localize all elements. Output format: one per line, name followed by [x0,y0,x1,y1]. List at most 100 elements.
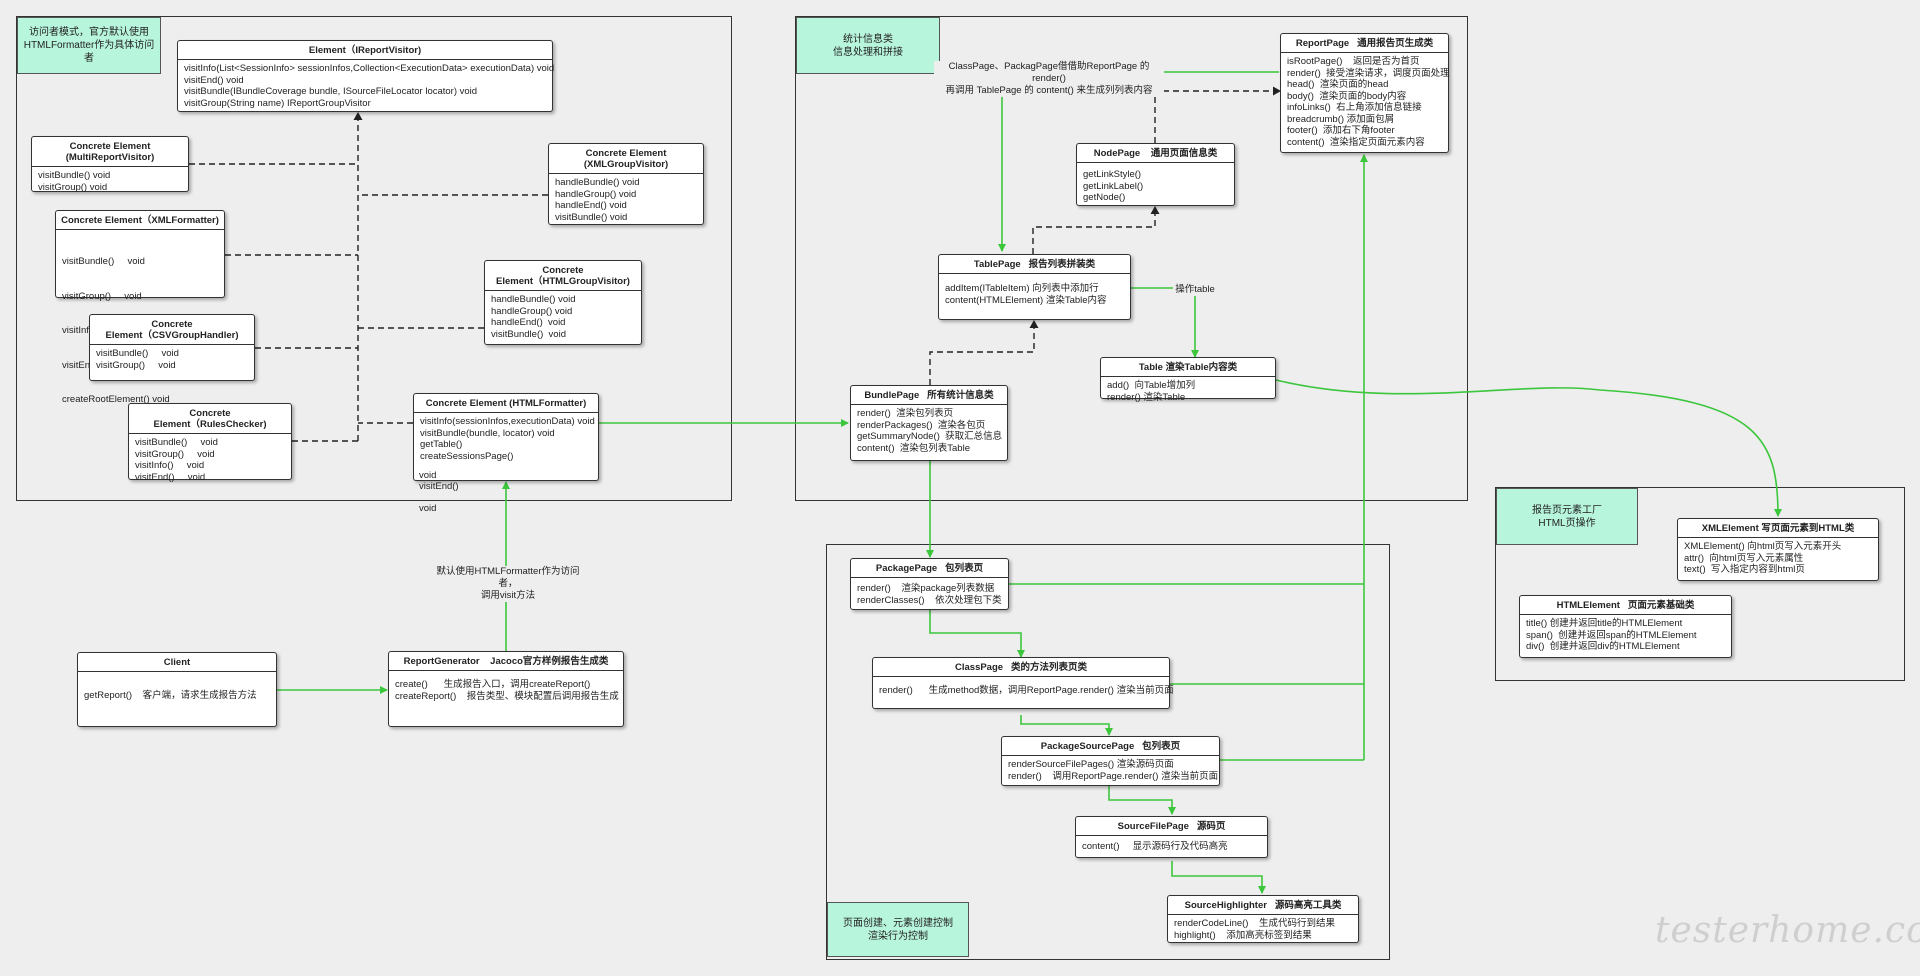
method-line: createReport() 报告类型、模块配置后调用报告生成 [395,690,619,702]
method-line: visitBundle() void [555,211,628,223]
method-line: visitBundle(IBundleCoverage bundle, ISou… [184,86,478,97]
ireport-visitor-title: Element（IReportVisitor) [178,41,552,60]
visitor-note: 访问者模式，官方默认使用 HTMLFormatter作为具体访问者 [17,17,161,74]
method-line: getLinkStyle() [1083,169,1142,180]
method-line: getSummaryNode() 获取汇总信息 [857,431,1003,442]
html-formatter-box[interactable]: Concrete Element (HTMLFormatter) visitIn… [413,393,599,481]
method-line: render() 调用ReportPage.render() 渲染当前页面 [1008,770,1219,782]
method-line: getReport() 客户端，请求生成报告方法 [84,690,257,701]
method-line: visitGroup() void [62,290,142,302]
method-line: footer() 添加右下角footer [1287,125,1395,136]
method-line: handleEnd() void [491,317,566,328]
client-title: Client [78,653,276,672]
method-line: visitBundle() void [135,437,218,448]
package-page-title: PackagePage 包列表页 [851,559,1008,578]
method-line: visitGroup() void [96,359,176,371]
method-line: getLinkLabel() [1083,180,1144,192]
package-source-page-box[interactable]: PackageSourcePage 包列表页 renderSourceFileP… [1001,736,1220,786]
xml-group-visitor-box[interactable]: Concrete Element (XMLGroupVisitor) handl… [548,143,704,225]
html-formatter-title: Concrete Element (HTMLFormatter) [414,394,598,413]
method-line: body() 渲染页面的body内容 [1287,90,1407,102]
method-line: visitInfo(List<SessionInfo> sessionInfos… [184,63,555,74]
method-line: handleBundle() void [555,177,640,188]
table-page-box[interactable]: TablePage 报告列表拼装类 addItem(ITableItem) 向列… [938,254,1131,320]
xml-formatter-box[interactable]: Concrete Element（XMLFormatter) visitBund… [55,210,225,405]
ireport-visitor-box[interactable]: Element（IReportVisitor) visitInfo(List<S… [177,40,555,112]
report-page-title: ReportPage 通用报告页生成类 [1281,34,1448,53]
method-line: visitBundle(bundle, locator) void [420,427,555,439]
method-line: visitBundle() void [96,348,179,359]
source-highlighter-box[interactable]: SourceHighlighter 源码高亮工具类 renderCodeLine… [1167,895,1359,943]
htmlfmt-void-1: void [419,470,437,481]
bundle-page-title: BundlePage 所有统计信息类 [851,386,1007,405]
method-line: handleBundle() void [491,294,576,305]
source-highlighter-title: SourceHighlighter 源码高亮工具类 [1168,896,1358,915]
package-source-page-title: PackageSourcePage 包列表页 [1002,737,1219,756]
report-generator-title: ReportGenerator Jacoco官方样例报告生成类 [389,652,623,671]
method-line: span() 创建并返回span的HTMLElement [1526,629,1697,641]
factory-note: 报告页元素工厂 HTML页操作 [1496,488,1638,545]
method-line: title() 创建并返回title的HTMLElement [1526,618,1683,629]
html-group-visitor-box[interactable]: Concrete Element（HTMLGroupVisitor) handl… [484,260,642,345]
method-line: createRootElement() void [62,394,170,405]
multi-report-visitor-box[interactable]: Concrete Element (MultiReportVisitor) vi… [31,136,189,193]
method-line: handleEnd() void [555,200,627,211]
method-line: handleGroup() void [491,305,573,317]
method-line: content() 渲染指定页面元素内容 [1287,136,1425,148]
html-element-title: HTMLElement 页面元素基础类 [1520,596,1731,615]
report-generator-box[interactable]: ReportGenerator Jacoco官方样例报告生成类 create()… [388,651,624,727]
source-file-page-box[interactable]: SourceFilePage 源码页 content() 显示源码行及代码高亮 [1075,816,1268,858]
page-control-note: 页面创建、元素创建控制 渲染行为控制 [827,902,969,957]
method-line: div() 创建并返回div的HTMLElement [1526,641,1680,652]
xml-element-box[interactable]: XMLElement 写页面元素到HTML类 XMLElement() 向htm… [1677,518,1879,581]
table-page-title: TablePage 报告列表拼装类 [939,255,1130,274]
package-page-box[interactable]: PackagePage 包列表页 render() 渲染package列表数据 … [850,558,1009,610]
method-line: content(HTMLElement) 渲染Table内容 [945,294,1107,306]
method-line: createSessionsPage() [420,450,514,462]
method-line: renderPackages() 渲染各包页 [857,419,986,431]
method-line: renderCodeLine() 生成代码行到结果 [1174,918,1336,929]
table-box[interactable]: Table 渲染Table内容类 add() 向Table增加列 render(… [1100,357,1276,403]
stats-note: 统计信息类 信息处理和拼接 [796,17,940,74]
method-line: visitGroup() void [135,448,215,460]
client-box[interactable]: Client getReport() 客户端，请求生成报告方法 [77,652,277,727]
method-line: visitBundle() void [62,256,145,267]
method-line: head() 渲染页面的head [1287,79,1389,90]
method-line: visitGroup() void [38,181,108,193]
method-line: render() 渲染Table [1107,391,1186,403]
page-creation-frame [826,544,1390,960]
multi-report-visitor-title: Concrete Element (MultiReportVisitor) [32,137,188,167]
visitor-pattern-frame [16,16,732,501]
watermark: testerhome.com [1655,910,1920,951]
method-line: attr() 向html页写入元素属性 [1684,552,1804,564]
xml-formatter-title: Concrete Element（XMLFormatter) [56,211,224,230]
method-line: visitEnd() void [135,471,206,483]
csv-group-handler-box[interactable]: Concrete Element（CSVGroupHandler) visitB… [89,314,255,381]
node-page-box[interactable]: NodePage 通用页面信息类 getLinkStyle() getLinkL… [1076,143,1235,206]
csv-group-handler-title: Concrete Element（CSVGroupHandler) [90,315,254,345]
node-page-title: NodePage 通用页面信息类 [1077,144,1234,163]
table-title: Table 渲染Table内容类 [1101,358,1275,377]
method-line: XMLElement() 向html页写入元素开头 [1684,541,1842,552]
classpage-render-label: ClassPage、PackagPage借借助ReportPage 的rende… [934,61,1164,97]
method-line: render() 接受渲染请求，调度页面处理 [1287,67,1450,79]
default-visitor-label: 默认使用HTMLFormatter作为访问者， 调用visit方法 [428,566,588,602]
method-line: render() 渲染package列表数据 [857,583,995,594]
method-line: visitGroup(String name) IReportGroupVisi… [184,97,371,109]
html-element-box[interactable]: HTMLElement 页面元素基础类 title() 创建并返回title的H… [1519,595,1732,658]
report-page-box[interactable]: ReportPage 通用报告页生成类 isRootPage() 返回是否为首页… [1280,33,1450,153]
rules-checker-box[interactable]: Concrete Element（RulesChecker) visitBund… [128,403,292,483]
source-file-page-title: SourceFilePage 源码页 [1076,817,1267,836]
method-line: visitInfo() void [135,460,205,471]
method-line: create() 生成报告入口，调用createReport() [395,679,591,690]
method-line: render() 生成method数据，调用ReportPage.render(… [879,685,1174,696]
class-page-box[interactable]: ClassPage 类的方法列表页类 render() 生成method数据，调… [872,657,1174,709]
method-line: content() 显示源码行及代码高亮 [1082,841,1228,852]
method-line: addItem(ITableItem) 向列表中添加行 [945,283,1099,294]
method-line: renderSourceFilePages() 渲染源码页面 [1008,759,1174,770]
bundle-page-box[interactable]: BundlePage 所有统计信息类 render() 渲染包列表页 rende… [850,385,1008,461]
html-group-visitor-title: Concrete Element（HTMLGroupVisitor) [485,261,641,291]
htmlfmt-void-2: void [419,503,437,514]
xml-group-visitor-title: Concrete Element (XMLGroupVisitor) [549,144,703,174]
method-line: isRootPage() 返回是否为首页 [1287,56,1420,67]
